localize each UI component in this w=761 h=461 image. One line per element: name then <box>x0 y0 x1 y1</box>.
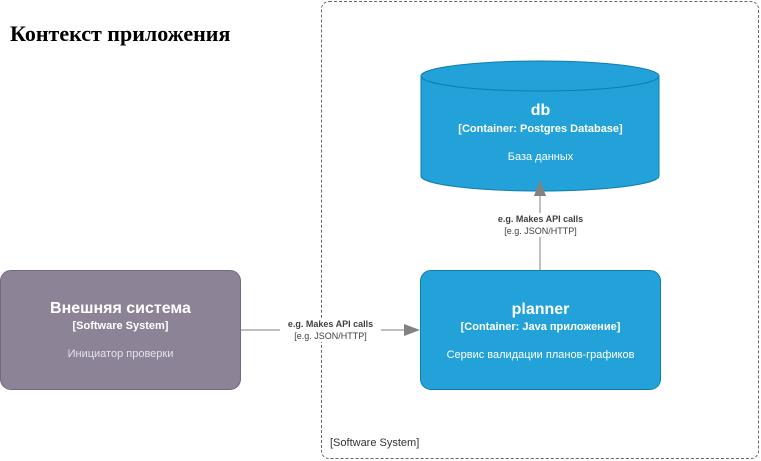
external-system-type: [Software System] <box>72 320 169 332</box>
db-cylinder-top <box>420 60 660 92</box>
planner-name: planner <box>511 301 570 318</box>
software-system-boundary[interactable] <box>321 1 759 459</box>
db-cylinder[interactable] <box>420 60 660 192</box>
edge-description: e.g. Makes API calls <box>287 319 374 329</box>
edge-label-planner-to-db: e.g. Makes API calls [e.g. JSON/HTTP] <box>490 213 591 237</box>
db-name: db <box>530 102 551 119</box>
boundary-label: [Software System] <box>330 437 420 449</box>
edge-arrowhead-icon <box>534 180 546 196</box>
edge-technology: [e.g. JSON/HTTP] <box>294 331 367 341</box>
planner-description: Сервис валидации планов-графиков <box>446 349 635 361</box>
planner-node[interactable]: planner [Container: Java приложение] Сер… <box>420 270 661 390</box>
edge-description: e.g. Makes API calls <box>497 214 584 224</box>
edge-label-external-to-planner: e.g. Makes API calls [e.g. JSON/HTTP] <box>280 318 381 342</box>
edge-arrowhead-icon <box>404 324 420 336</box>
edge-technology: [e.g. JSON/HTTP] <box>504 226 577 236</box>
db-description: База данных <box>507 151 574 163</box>
planner-type: [Container: Java приложение] <box>460 321 621 333</box>
page-title: Контекст приложения <box>10 21 231 46</box>
external-system-node[interactable]: Внешняя система [Software System] Инициа… <box>0 270 241 390</box>
external-system-description: Инициатор проверки <box>67 348 174 360</box>
external-system-name: Внешняя система <box>50 300 191 317</box>
db-type: [Container: Postgres Database] <box>458 123 623 135</box>
